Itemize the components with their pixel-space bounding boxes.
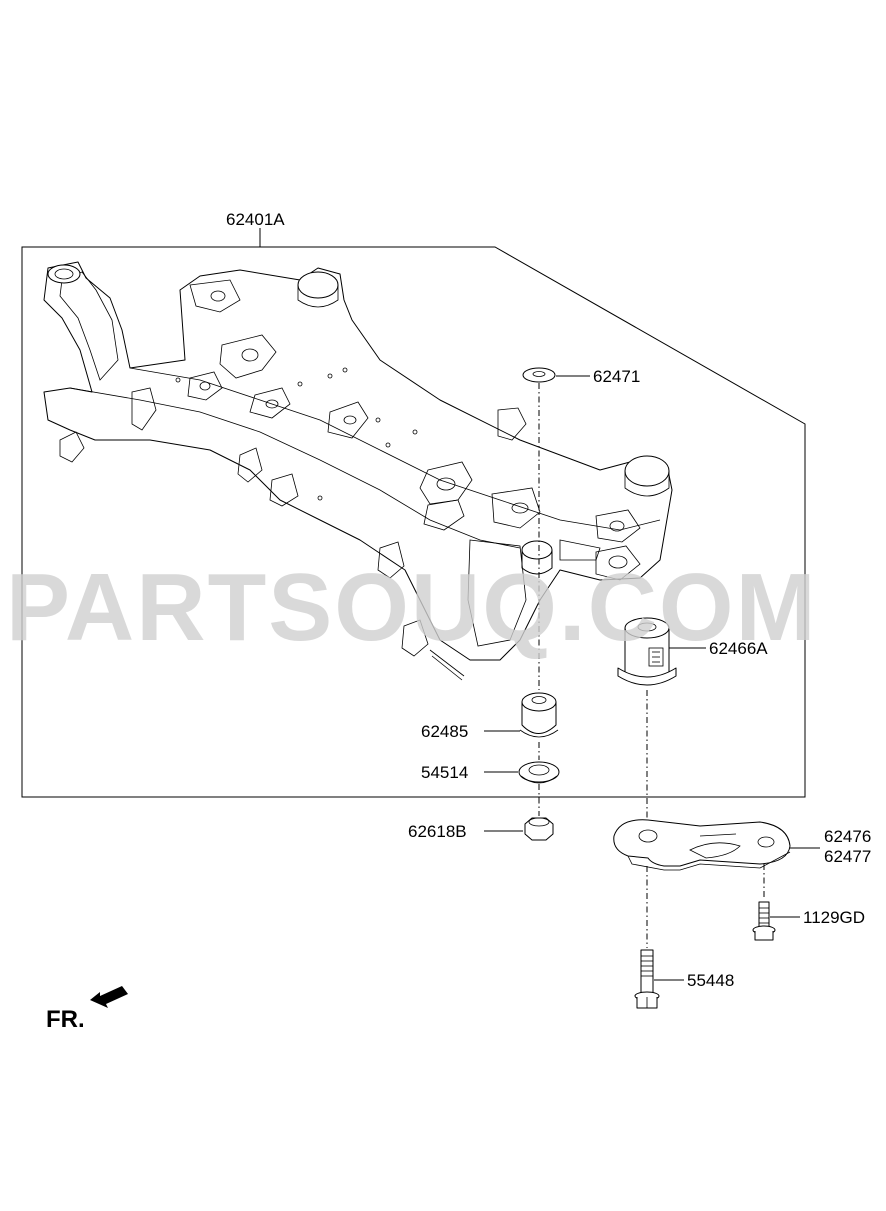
label-54514: 54514 (421, 763, 468, 782)
front-arrow-icon (90, 986, 128, 1008)
bushing-62466A (617, 617, 677, 686)
label-62477: 62477 (824, 847, 871, 866)
label-55448: 55448 (687, 971, 734, 990)
stopper-54514 (518, 761, 560, 784)
assembly-frame (21, 246, 806, 798)
label-62476: 62476 (824, 827, 871, 846)
crossmember-drawing (43, 261, 673, 681)
bolt-1129GD (752, 901, 776, 941)
label-62485: 62485 (421, 722, 468, 741)
bushing-62485 (519, 692, 559, 738)
watermark-text: PARTSOUQ.COM (6, 554, 818, 661)
label-62466A: 62466A (709, 639, 768, 658)
nut-62618B (524, 817, 554, 841)
washer-62471 (522, 367, 556, 383)
front-indicator-label: FR. (46, 1006, 85, 1033)
bracket-62476-62477 (613, 819, 791, 871)
label-62471: 62471 (593, 367, 640, 386)
bolt-55448 (634, 949, 660, 1009)
label-1129GD: 1129GD (803, 908, 865, 927)
label-62618B: 62618B (408, 822, 467, 841)
label-62401A: 62401A (226, 210, 285, 229)
